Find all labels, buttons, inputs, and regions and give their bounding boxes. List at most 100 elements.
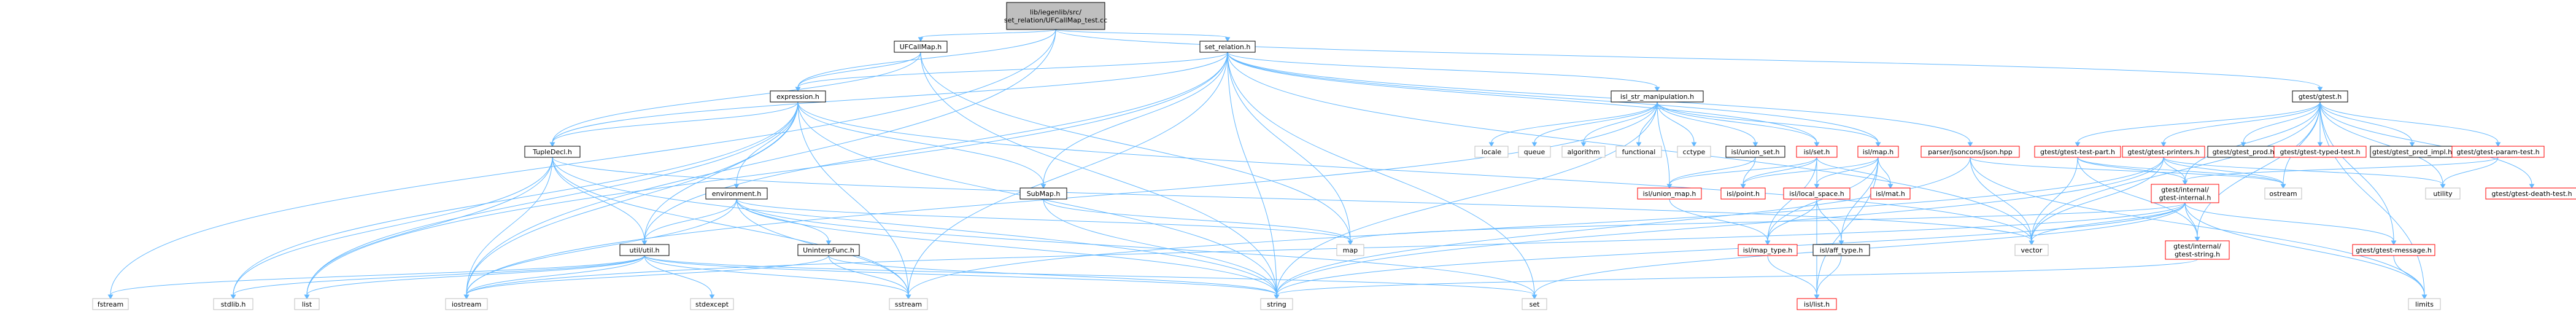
node-label: list — [302, 300, 312, 308]
node-algorithm: algorithm — [1561, 146, 1606, 158]
node-label: functional — [1622, 148, 1656, 156]
node-expression[interactable]: expression.h — [770, 90, 826, 103]
node-ostream: ostream — [2264, 187, 2302, 200]
node-isl-map-type[interactable]: isl/map_type.h — [1738, 244, 1798, 256]
node-isl-mat[interactable]: isl/mat.h — [1870, 187, 1911, 200]
node-submap[interactable]: SubMap.h — [1019, 187, 1067, 200]
edge-gtest_internal-to-map — [1347, 202, 2186, 245]
node-setrel[interactable]: set_relation.h — [1199, 41, 1256, 53]
edge-util-to-fstream — [107, 255, 645, 299]
edge-gtest_internal-to-iostream — [463, 202, 2186, 299]
edge-root-to-fstream — [107, 29, 1056, 299]
node-label: map — [1343, 246, 1358, 254]
node-gtest-typed-test[interactable]: gtest/gtest-typed-test.h — [2273, 146, 2367, 158]
node-gtest-string[interactable]: gtest/internal/gtest-string.h — [2165, 240, 2230, 260]
node-sstream: sstream — [889, 298, 928, 310]
node-label: fstream — [98, 300, 123, 308]
edge-util-to-list — [304, 255, 645, 299]
node-gtest-death-test[interactable]: gtest/gtest-death-test.h — [2485, 187, 2576, 200]
node-isl-aff-type[interactable]: isl/aff_type.h — [1812, 244, 1870, 256]
node-isl-map[interactable]: isl/map.h — [1857, 146, 1899, 158]
edge-tupledecl-to-util — [552, 157, 648, 245]
node-label: isl/union_set.h — [1731, 148, 1779, 156]
edge-root-to-ufcallmap — [918, 29, 1056, 42]
node-label: gtest/internal/ — [2161, 186, 2209, 194]
edge-islstr-to-queue — [1531, 101, 1658, 147]
node-iostream: iostream — [445, 298, 488, 310]
node-tupledecl[interactable]: TupleDecl.h — [524, 146, 581, 158]
node-islstr[interactable]: isl_str_manipulation.h — [1611, 90, 1704, 103]
edge-gtest-to-gtest_string — [2194, 101, 2321, 241]
edge-root-to-gtest — [1055, 29, 2323, 92]
node-isl-local-space[interactable]: isl/local_space.h — [1783, 187, 1851, 200]
node-locale: locale — [1474, 146, 1509, 158]
edge-uninterp-to-iostream — [463, 255, 829, 299]
edge-expression-to-stdlib — [230, 101, 799, 299]
node-map: map — [1336, 244, 1364, 256]
edge-root-to-expression — [795, 29, 1056, 92]
edge-uninterp-to-string — [828, 255, 1280, 299]
edge-gtest_message-to-limits — [2393, 255, 2427, 299]
edge-expression-to-vector — [797, 101, 2035, 245]
node-label: gtest/gtest-message.h — [2356, 246, 2432, 254]
edge-util-to-stdexcept — [644, 255, 715, 299]
node-cctype: cctype — [1677, 146, 1711, 158]
node-gtest-message[interactable]: gtest/gtest-message.h — [2352, 244, 2435, 256]
edge-islstr-to-algorithm — [1580, 101, 1658, 147]
node-isl-list[interactable]: isl/list.h — [1797, 298, 1837, 310]
node-label: isl/local_space.h — [1789, 190, 1844, 198]
node-gtest-internal[interactable]: gtest/internal/gtest-internal.h — [2151, 184, 2219, 203]
edge-isl_map_type-to-isl_list — [1767, 255, 1820, 299]
node-label: string — [1267, 300, 1286, 308]
node-isl-set[interactable]: isl/set.h — [1796, 146, 1838, 158]
node-label: isl/aff_type.h — [1820, 246, 1863, 254]
node-queue: queue — [1518, 146, 1551, 158]
edge-util-to-stdlib — [230, 255, 645, 299]
node-label: isl/point.h — [1727, 190, 1760, 198]
node-label: limits — [2415, 300, 2434, 308]
node-list: list — [294, 298, 320, 310]
node-uninterp[interactable]: UninterpFunc.h — [797, 244, 860, 256]
edge-gtest-to-gtest_message — [2319, 101, 2397, 245]
edge-gtest_internal-to-vector — [2029, 202, 2186, 245]
node-label: isl/map_type.h — [1743, 246, 1793, 254]
node-label: gtest/gtest_prod.h — [2213, 148, 2275, 156]
node-json[interactable]: parser/jsoncons/json.hpp — [1920, 146, 2020, 158]
edge-expression-to-util — [641, 101, 799, 245]
edge-setrel-to-map — [1227, 52, 1353, 245]
edge-environment-to-util — [641, 198, 737, 245]
node-label: iostream — [452, 300, 481, 308]
node-label: set_relation/UFCallMap_test.cc — [1004, 17, 1107, 25]
edge-isl_map-to-isl_local_space — [1814, 157, 1879, 189]
node-gtest[interactable]: gtest/gtest.h — [2292, 90, 2348, 103]
node-utility: utility — [2425, 187, 2461, 200]
edge-gtest-to-gtest_test_part — [2075, 101, 2321, 147]
node-gtest-param-test[interactable]: gtest/gtest-param-test.h — [2451, 146, 2545, 158]
node-util[interactable]: util/util.h — [619, 244, 670, 256]
node-isl-point[interactable]: isl/point.h — [1720, 187, 1766, 200]
node-label: stdlib.h — [221, 300, 246, 308]
node-label: ostream — [2269, 190, 2297, 198]
node-label: gtest-internal.h — [2159, 194, 2211, 202]
node-gtest-test-part[interactable]: gtest/gtest-test-part.h — [2034, 146, 2121, 158]
edge-setrel-to-json — [1227, 52, 1973, 147]
edge-expression-to-tupledecl — [549, 101, 799, 147]
node-gtest-pred-impl[interactable]: gtest/gtest_pred_impl.h — [2370, 146, 2454, 158]
node-gtest-prod[interactable]: gtest/gtest_prod.h — [2207, 146, 2280, 158]
node-label: queue — [1524, 148, 1545, 156]
node-isl-union-set[interactable]: isl/union_set.h — [1725, 146, 1785, 158]
node-ufcallmap[interactable]: UFCallMap.h — [894, 41, 948, 53]
node-label: parser/jsoncons/json.hpp — [1928, 148, 2013, 156]
node-label: SubMap.h — [1027, 190, 1061, 198]
edge-isl_set-to-isl_union_map — [1666, 157, 1817, 189]
node-gtest-printers[interactable]: gtest/gtest-printers.h — [2122, 146, 2205, 158]
edge-environment-to-map — [736, 198, 1353, 245]
node-isl-union-map[interactable]: isl/union_map.h — [1637, 187, 1702, 200]
node-label: sstream — [895, 300, 922, 308]
node-root[interactable]: lib/iegenlib/src/set_relation/UFCallMap_… — [1004, 2, 1107, 30]
edge-gtest_internal-to-gtest_message — [2184, 202, 2397, 245]
node-environment[interactable]: environment.h — [705, 187, 768, 200]
node-label: gtest/gtest.h — [2299, 93, 2342, 101]
node-label: locale — [1482, 148, 1502, 156]
